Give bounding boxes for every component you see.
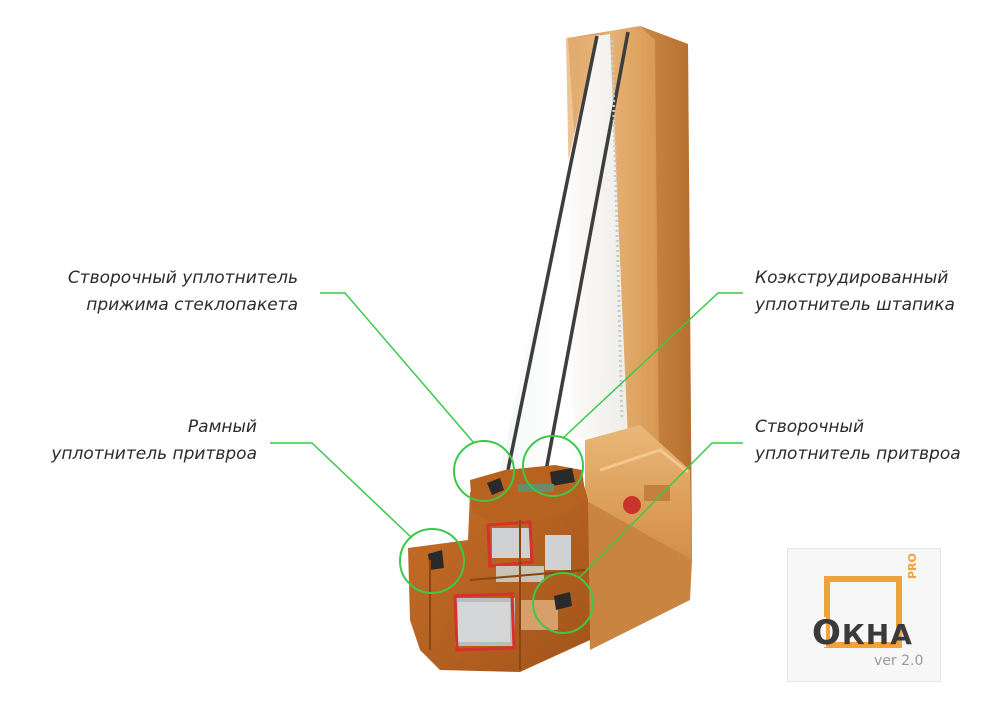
label-line: уплотнитель притвроа <box>51 444 257 464</box>
label-sash-rebate-seal: Створочный уплотнитель притвроа <box>755 414 985 468</box>
label-sash-glass-seal: Створочный уплотнитель прижима стеклопак… <box>20 265 298 319</box>
circle-sash-rebate-seal <box>532 572 594 634</box>
leader-sash-rebate-seal <box>579 442 743 578</box>
label-line: Створочный <box>755 417 865 437</box>
logo-pro-tag: PRO <box>906 553 919 579</box>
profile-cross-section <box>408 465 590 672</box>
label-line: Рамный <box>187 417 257 437</box>
okna-pro-logo: ОКНА PRO ver 2.0 <box>787 548 941 682</box>
circle-sash-glass-seal <box>453 440 515 502</box>
leader-frame-seal <box>270 442 413 539</box>
logo-version: ver 2.0 <box>874 653 924 669</box>
logo-wordmark: ОКНА <box>812 613 913 653</box>
leader-lines <box>270 292 743 578</box>
bottom-frame <box>585 425 692 650</box>
glass-unit <box>500 31 630 478</box>
label-line: прижима стеклопакета <box>86 295 298 315</box>
logo-frame <box>824 576 902 648</box>
label-coextruded-seal: Коэкструдированный уплотнитель штапика <box>755 265 985 319</box>
label-frame-seal: Рамный уплотнитель притвроа <box>20 414 257 468</box>
circle-coextruded-seal <box>522 435 584 497</box>
circle-frame-seal <box>399 528 465 594</box>
leader-coextruded-seal <box>562 292 743 439</box>
label-line: уплотнитель притвроа <box>755 444 961 464</box>
leader-sash-glass-seal <box>320 292 475 444</box>
highlight-circles <box>399 435 594 634</box>
label-line: Коэкструдированный <box>755 268 949 288</box>
label-line: уплотнитель штапика <box>755 295 955 315</box>
label-line: Створочный уплотнитель <box>67 268 298 288</box>
